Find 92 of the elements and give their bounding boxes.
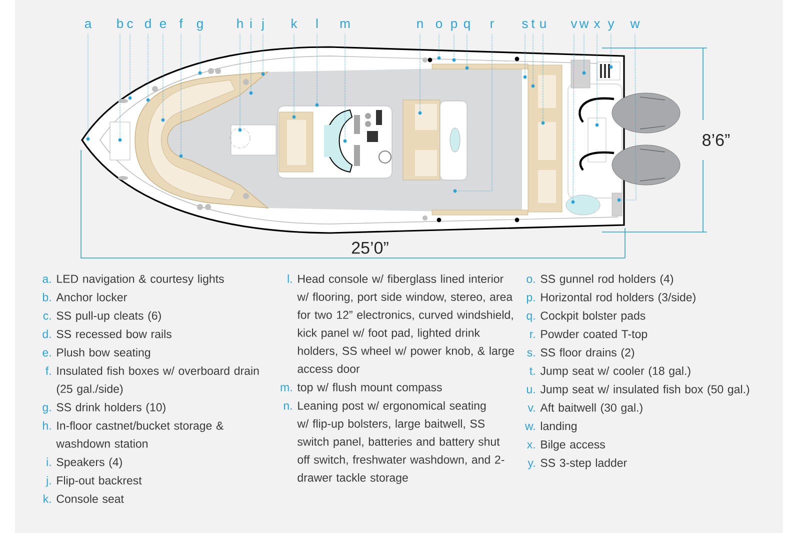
leader-line <box>162 33 164 118</box>
callout-letter: u <box>540 21 546 28</box>
item-description: Leaning post w/ ergonomical seating w/ flip-up bolsters, large baitwell, SS switch panel, batteries and battery shut off switch, freshwater washdown, and 2-drawer tackle storage <box>297 401 504 484</box>
callout-letter: j <box>261 18 264 31</box>
callout-letter: c <box>127 21 133 28</box>
leader-line <box>572 33 574 200</box>
leader-line <box>438 33 440 56</box>
item-letter: o. <box>526 276 535 283</box>
item-description: SS gunnel rod holders (4) <box>540 274 674 286</box>
callout-letter: q <box>464 21 470 31</box>
item-letter: l. <box>288 274 292 283</box>
callout-letter: e <box>160 21 166 28</box>
item-description: SS pull-up cleats (6) <box>56 311 161 322</box>
item-description: landing <box>540 422 577 432</box>
leader-line <box>250 33 252 92</box>
leader-line <box>542 33 544 122</box>
item-letter: k. <box>44 494 51 503</box>
item-letter: y. <box>528 460 535 470</box>
callout-letter: w <box>579 21 589 28</box>
leader-line <box>316 33 318 104</box>
callout-letter: i <box>250 18 252 28</box>
item-description: In-floor castnet/bucket storage & washdown station <box>56 421 224 448</box>
leader-line <box>524 33 526 76</box>
callout-letter: o <box>436 21 442 28</box>
item-description: Aft baitwell (30 gal.) <box>540 403 642 414</box>
item-letter: a. <box>42 276 51 283</box>
item-description: SS drink holders (10) <box>56 402 166 414</box>
leader-line <box>180 33 182 154</box>
item-description: Bilge access <box>541 440 605 451</box>
item-letter: u. <box>526 387 535 394</box>
callout-letter: a <box>84 21 92 28</box>
leader-line <box>262 33 264 72</box>
item-description: Cockpit bolster pads <box>540 311 646 322</box>
item-letter: v. <box>528 406 535 412</box>
callout-letter: w <box>630 21 640 28</box>
dimension-label: 8’6” <box>702 134 730 146</box>
callout-letter: h <box>237 18 243 28</box>
item-letter: x. <box>526 442 535 448</box>
item-letter: i. <box>46 458 51 466</box>
callout-letter: k <box>292 18 298 28</box>
item-letter: n. <box>284 403 292 410</box>
item-letter: d. <box>42 330 51 338</box>
callout-letter: p <box>451 21 458 31</box>
item-description: Flip-out backrest <box>57 476 142 487</box>
item-description: LED navigation & courtesy lights <box>57 274 224 286</box>
item-letter: g. <box>42 405 51 414</box>
item-letter: r. <box>530 332 535 338</box>
callout-letter: r <box>490 21 494 28</box>
item-description: Speakers (4) <box>56 458 122 468</box>
callout-letter: m <box>340 21 350 28</box>
item-letter: e. <box>42 350 51 357</box>
callout-letter: s <box>522 21 528 28</box>
leader-line <box>456 33 492 192</box>
leader-line <box>466 33 468 66</box>
callout-letter: l <box>316 18 318 28</box>
callout-letter: d <box>144 18 151 28</box>
item-description: Plush bow seating <box>57 348 150 359</box>
item-letter: b. <box>42 292 51 302</box>
item-letter: w. <box>524 424 535 430</box>
item-description: Anchor locker <box>56 292 127 302</box>
item-letter: j. <box>46 476 51 487</box>
callout-letter: b <box>117 18 124 28</box>
item-letter: q. <box>526 313 535 322</box>
leader-line <box>610 33 612 66</box>
dimension-label: 25’0” <box>352 242 388 254</box>
item-letter: h. <box>43 421 51 430</box>
item-letter: c. <box>43 313 51 320</box>
item-description: Jump seat w/ insulated fish box (50 gal.) <box>540 384 750 396</box>
item-letter: t. <box>530 367 535 375</box>
item-description: Horizontal rod holders (3/side) <box>541 292 696 304</box>
callout-letter: v <box>570 21 578 28</box>
item-letter: p. <box>526 295 535 304</box>
callout-letter: y <box>608 21 614 31</box>
item-letter: f. <box>46 366 51 375</box>
item-description: SS recessed bow rails <box>56 330 172 338</box>
leader-line <box>620 33 636 200</box>
callout-letter: f <box>179 18 183 28</box>
item-description: Console seat <box>56 494 124 503</box>
item-letter: s. <box>527 350 535 357</box>
item-description: top w/ flush mount compass <box>297 382 442 394</box>
item-description: SS floor drains (2) <box>540 348 634 359</box>
callout-letter: n <box>417 21 423 28</box>
callout-letter: t <box>531 20 535 28</box>
callout-letter: g <box>196 21 203 31</box>
item-description: Insulated fish boxes w/ overboard drain (25 gal./side) <box>56 366 259 396</box>
item-description: Powder coated T-top <box>541 330 648 340</box>
leader-line <box>596 33 598 124</box>
leader-line <box>532 33 534 84</box>
callout-letter: x <box>594 21 600 28</box>
item-letter: m. <box>280 385 292 392</box>
item-description: SS 3-step ladder <box>540 458 627 470</box>
item-description: Jump seat w/ cooler (18 gal.) <box>540 366 690 378</box>
